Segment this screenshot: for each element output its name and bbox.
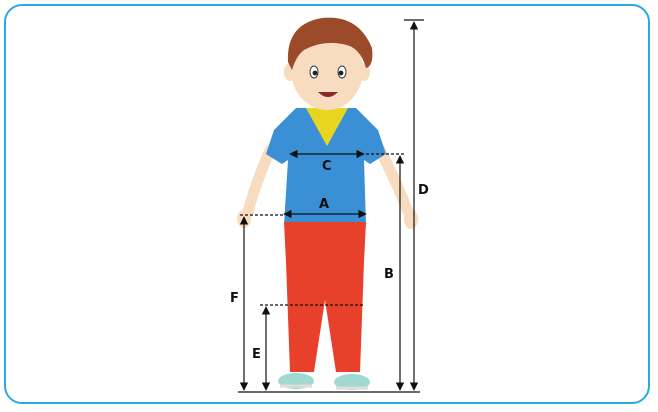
label-d: D [418,183,429,198]
measurement-lines [238,19,424,393]
label-b: B [384,267,394,282]
label-a: A [319,197,329,212]
child-figure [237,17,418,390]
label-f: F [230,291,239,306]
label-c: C [322,159,332,174]
label-e: E [252,347,261,362]
